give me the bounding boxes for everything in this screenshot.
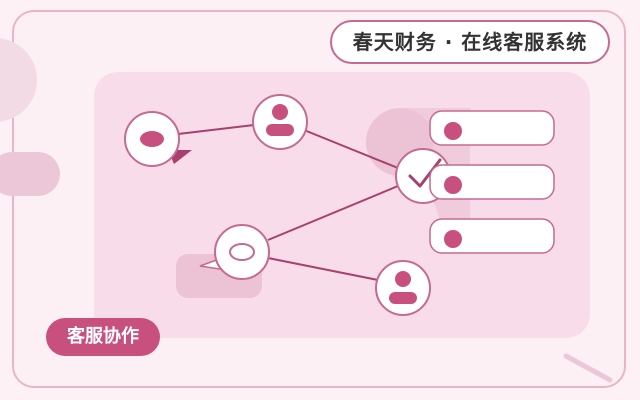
list-row (429, 164, 555, 200)
user-icon (252, 94, 308, 150)
decor-circle-left (0, 38, 37, 122)
list-row (429, 218, 555, 254)
page-title: 春天财务 · 在线客服系统 (330, 20, 610, 64)
user-icon (375, 260, 431, 316)
chat-bubble-icon (124, 111, 192, 167)
list-row (429, 110, 555, 146)
decor-line-bottom-right (563, 353, 613, 383)
connector-lines (177, 124, 399, 281)
chat-bubble-icon (199, 224, 270, 280)
category-badge: 客服协作 (46, 318, 160, 356)
decor-pill-left (0, 152, 60, 196)
